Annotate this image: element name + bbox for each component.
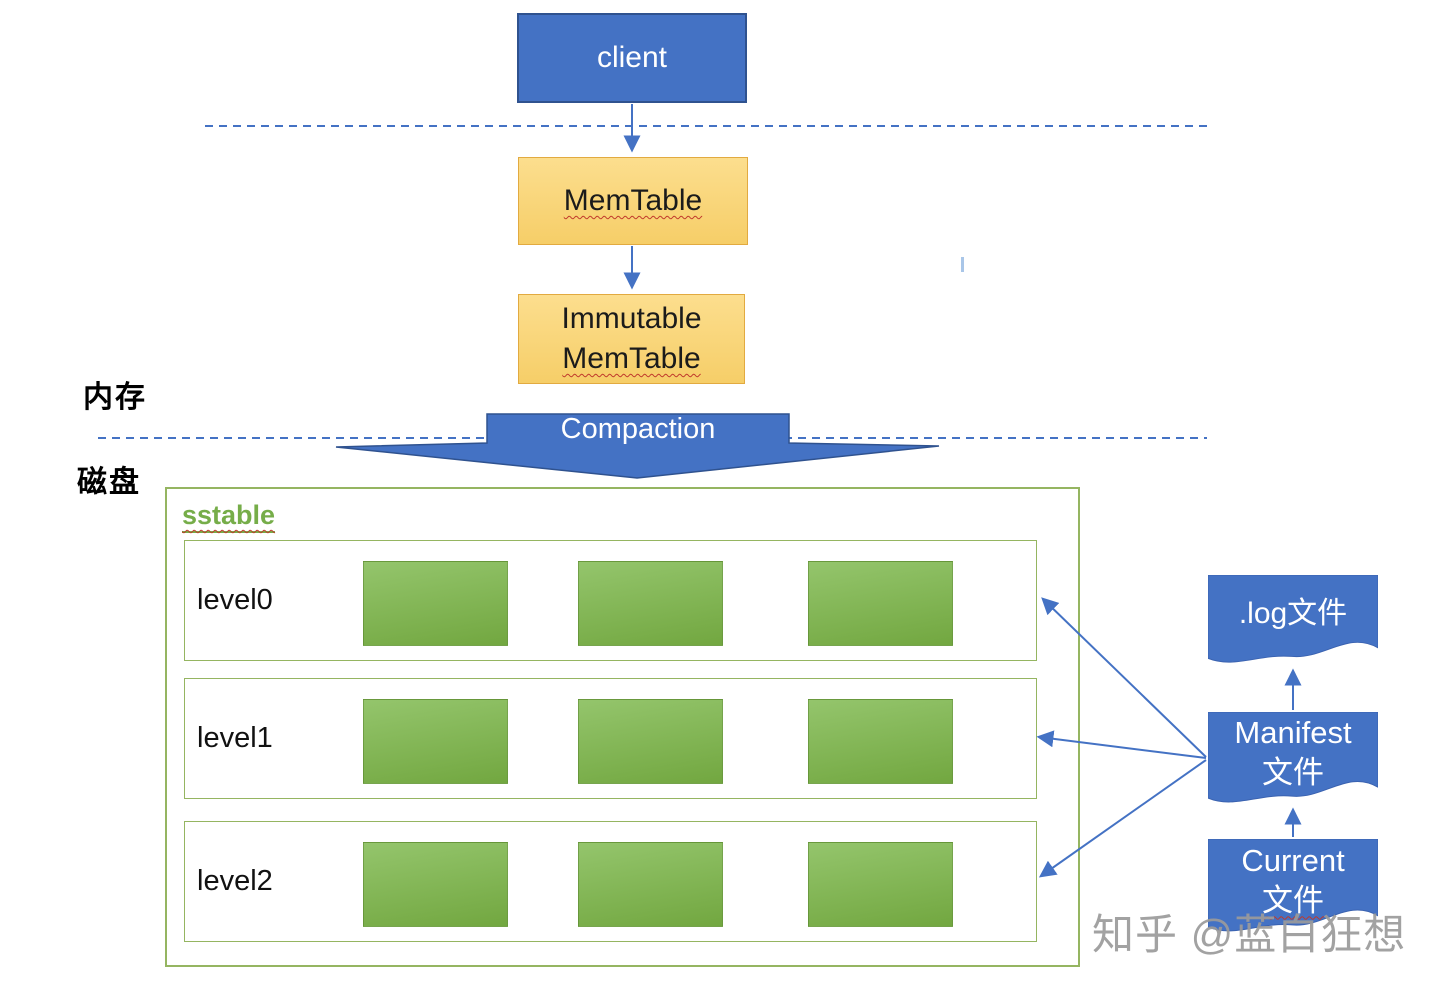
level2-row: level2: [184, 821, 1037, 942]
sstable-block: [808, 699, 953, 784]
text-cursor-artifact: [961, 257, 964, 272]
sstable-block: [363, 842, 508, 927]
sstable-container: sstable level0 level1 level2: [165, 487, 1080, 967]
compaction-label: Compaction: [560, 412, 716, 445]
current-file-line2: 文件: [1262, 882, 1324, 918]
sstable-title: sstable: [182, 499, 276, 534]
memtable-node: MemTable: [518, 157, 748, 245]
manifest-file-line1: Manifest: [1234, 714, 1352, 750]
document-shape: [1208, 839, 1378, 932]
manifest-file-line2: 文件: [1262, 754, 1324, 790]
sstable-block: [808, 561, 953, 646]
memtable-label: MemTable: [563, 183, 703, 217]
sstable-block: [363, 699, 508, 784]
log-file-label: .log文件: [1238, 596, 1348, 630]
immutable-memtable-line2: MemTable: [562, 342, 701, 375]
client-label: client: [596, 41, 668, 74]
client-node: client: [517, 13, 747, 103]
sstable-block: [808, 842, 953, 927]
sstable-block: [363, 561, 508, 646]
sstable-block: [578, 699, 723, 784]
sstable-block: [578, 561, 723, 646]
level0-label: level0: [197, 584, 273, 616]
level1-label: level1: [197, 722, 273, 754]
immutable-memtable-node: Immutable MemTable: [518, 294, 745, 384]
document-shape: [1208, 712, 1378, 803]
memory-zone-label: 内存: [83, 381, 147, 414]
current-file-line1: Current: [1241, 842, 1345, 878]
manifest-file-node: Manifest 文件: [1208, 712, 1378, 807]
level2-label: level2: [197, 865, 273, 897]
watermark: 知乎 @蓝白狂想: [1092, 911, 1407, 958]
document-shape: [1208, 575, 1378, 663]
level1-row: level1: [184, 678, 1037, 799]
level0-row: level0: [184, 540, 1037, 661]
log-file-node: .log文件: [1208, 575, 1378, 667]
disk-zone-label: 磁盘: [77, 466, 141, 499]
immutable-memtable-line1: Immutable: [561, 301, 702, 335]
sstable-block: [578, 842, 723, 927]
current-file-node: Current 文件: [1208, 839, 1378, 936]
